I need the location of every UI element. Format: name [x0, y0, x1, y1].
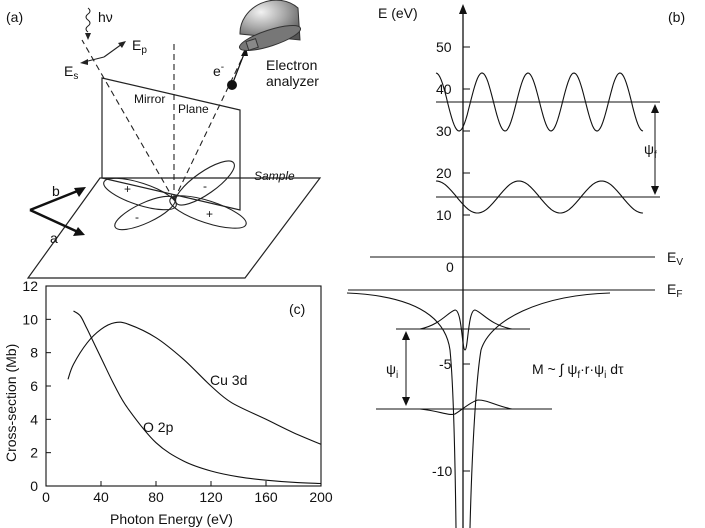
panel-c-tag: (c) [289, 301, 305, 317]
chart-ticks: 0 40 80 120 160 200 0 2 4 6 8 10 12 [22, 278, 332, 505]
energy-ticks: 50 40 30 20 10 0 -5 -10 [432, 39, 470, 479]
y-axis-title: Cross-section (Mb) [3, 344, 19, 462]
orbital-lobe [175, 160, 235, 206]
panel-a-tag: (a) [6, 9, 23, 25]
sample-plane [26, 177, 322, 279]
orbital-lobe [169, 195, 247, 229]
y-tick-label: 0 [30, 478, 38, 494]
psi-i-arrow-head-down [402, 397, 410, 406]
lobe-sign: - [135, 210, 139, 224]
psi-f-arrow-head-up [651, 104, 659, 113]
potential-well-right [469, 292, 611, 528]
es-arrow-icon [80, 59, 88, 65]
psi-f-label: ψf [644, 141, 657, 161]
y-tick-label: 50 [436, 39, 452, 55]
psi-i-label: ψi [386, 361, 398, 381]
axis-b-line [29, 188, 81, 212]
series-label-o-2p: O 2p [143, 419, 174, 435]
photon-label: hν [98, 9, 113, 25]
ep-label: Ep [132, 37, 147, 56]
ef-label: EF [667, 281, 682, 300]
potential-well-left [346, 292, 457, 528]
axis-b-label: b [52, 183, 60, 199]
electron-analyzer-icon [238, 0, 302, 51]
y-tick-label: -5 [439, 356, 452, 372]
chart-frame [45, 285, 322, 487]
x-tick-label: 200 [309, 489, 333, 505]
axis-b-arrow [74, 187, 86, 197]
panel-c-chart: (c) Photon Energy (eV) Cross-section (Mb… [3, 278, 333, 527]
axis-a-arrow [73, 227, 85, 236]
ev-label: EV [667, 249, 683, 268]
y-tick-label: 6 [30, 378, 38, 394]
electron-path [231, 53, 245, 86]
ep-vector [103, 43, 123, 58]
electron-label: e- [213, 62, 224, 79]
panel-a: (a) Sample Mirror Plane + - - + b a hν [6, 0, 322, 279]
y-tick-label: 20 [436, 165, 452, 181]
y-tick-label: 10 [436, 207, 452, 223]
ep-arrow-icon [118, 41, 126, 48]
emission-line [173, 45, 249, 201]
photon-arrow-icon [85, 33, 91, 40]
x-tick-label: 160 [254, 489, 278, 505]
series-o-2p-line [73, 310, 322, 485]
mirror-plane [101, 77, 241, 211]
mirror-label: Mirror [134, 92, 165, 106]
initial-state-wave-upper [419, 309, 513, 351]
final-state-wave-lower [435, 180, 644, 214]
y-tick-label: 4 [30, 411, 38, 427]
y-tick-label: 8 [30, 345, 38, 361]
psi-i-arrow-head-up [402, 331, 410, 340]
energy-axis-arrow [459, 4, 467, 14]
x-tick-label: 120 [199, 489, 223, 505]
lobe-sign: + [124, 182, 131, 196]
axis-a-label: a [50, 230, 58, 246]
lobe-sign: + [206, 207, 213, 221]
y-tick-label: 30 [436, 123, 452, 139]
plane-label: Plane [178, 102, 209, 116]
series-label-cu-3d: Cu 3d [210, 372, 247, 388]
panel-b: (b) E (eV) 50 40 30 20 10 0 -5 -10 EV EF… [346, 4, 685, 528]
series-cu-3d-line [67, 321, 322, 445]
y-tick-label: 2 [30, 445, 38, 461]
axis-a-line [29, 208, 79, 234]
energy-axis-title: E (eV) [378, 5, 418, 21]
x-tick-label: 0 [42, 489, 50, 505]
final-state-wave-upper [435, 72, 644, 132]
matrix-element-formula: M ~ ∫ ψf·r·ψi dτ [532, 361, 624, 381]
x-tick-label: 40 [93, 489, 109, 505]
analyzer-label-line2: analyzer [266, 73, 319, 89]
y-tick-label: 10 [22, 311, 38, 327]
es-label: Es [64, 63, 78, 82]
y-tick-label: 0 [446, 259, 454, 275]
psi-f-arrow-head-down [651, 186, 659, 195]
analyzer-label-line1: Electron [266, 57, 317, 73]
y-tick-label: 12 [22, 278, 38, 294]
photon-wave-icon [85, 7, 91, 33]
panel-b-tag: (b) [668, 9, 685, 25]
incident-beam-line [81, 39, 175, 201]
orbital-lobe [103, 177, 177, 211]
orbital-lobe [114, 195, 176, 231]
x-tick-label: 80 [148, 489, 164, 505]
x-axis-title: Photon Energy (eV) [110, 511, 233, 527]
initial-state-wave-lower [419, 399, 513, 415]
y-tick-label: -10 [432, 463, 452, 479]
sample-label: Sample [254, 169, 295, 183]
lobe-sign: - [203, 179, 207, 193]
